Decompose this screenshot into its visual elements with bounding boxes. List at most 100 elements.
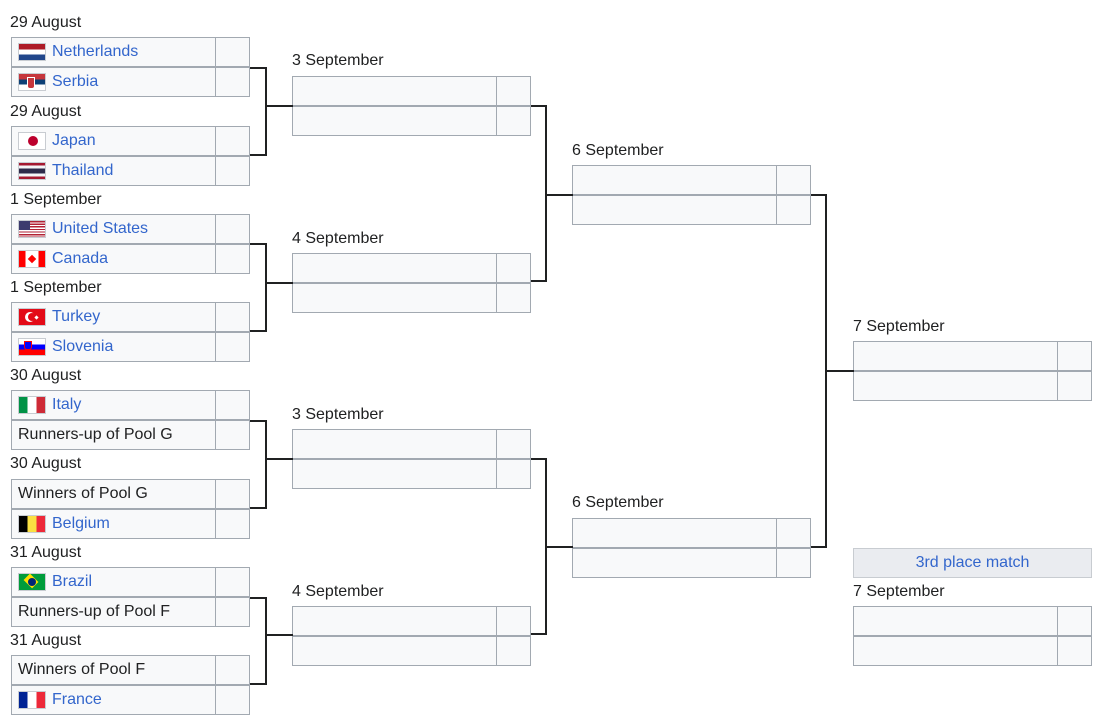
r1-m5-team2-row: Runners-up of Pool G <box>11 420 250 450</box>
r1-m4-team2-row: Slovenia <box>11 332 250 362</box>
r1-m6-date: 30 August <box>10 455 82 472</box>
r1-m3-team1-row: United States <box>11 214 250 244</box>
r1-m1-team2[interactable]: Serbia <box>12 68 216 96</box>
sf-m2-team2 <box>573 549 777 577</box>
qf-m1-team2 <box>293 107 497 135</box>
sf-m1-slot2 <box>572 195 811 225</box>
connector-sf1-out <box>811 194 827 196</box>
team-link-thailand[interactable]: Thailand <box>52 162 114 179</box>
connector-r1m6-h <box>250 507 266 509</box>
r1-m8-date: 31 August <box>10 632 82 649</box>
qf-m3-date: 3 September <box>292 406 384 423</box>
serbia-flag-icon <box>18 73 46 91</box>
qf-m3-slot1 <box>292 429 531 459</box>
r1-m1-team1[interactable]: Netherlands <box>12 38 216 66</box>
r1-m5-team2-score <box>214 421 249 449</box>
r1-m5-team1[interactable]: Italy <box>12 391 216 419</box>
connector-qf3-in <box>265 458 293 460</box>
connector-r1m3-h <box>250 243 266 245</box>
team-link-turkey[interactable]: Turkey <box>52 308 101 325</box>
team-link-france[interactable]: France <box>52 691 102 708</box>
qf-m4-team1 <box>293 607 497 635</box>
r1-m8-team1-score <box>214 656 249 684</box>
r1-m1-team1-score <box>214 38 249 66</box>
r1-m3-date: 1 September <box>10 191 102 208</box>
third-team1 <box>854 607 1058 635</box>
sf-m2-slot1 <box>572 518 811 548</box>
team-link-italy[interactable]: Italy <box>52 396 82 413</box>
r1-m4-team2[interactable]: Slovenia <box>12 333 216 361</box>
team-link-serbia[interactable]: Serbia <box>52 73 99 90</box>
qf-m2-date: 4 September <box>292 230 384 247</box>
r1-m2-team2[interactable]: Thailand <box>12 157 216 185</box>
r1-m5-team1-score <box>214 391 249 419</box>
placeholder-runners-up-pool-g: Runners-up of Pool G <box>18 426 173 443</box>
connector-sf2-out <box>811 546 827 548</box>
team-link-netherlands[interactable]: Netherlands <box>52 43 139 60</box>
r1-m8-team2[interactable]: France <box>12 686 216 714</box>
third-slot2 <box>853 636 1092 666</box>
r1-m8-team1: Winners of Pool F <box>12 656 216 684</box>
qf-m3-team1 <box>293 430 497 458</box>
r1-m3-team1[interactable]: United States <box>12 215 216 243</box>
r1-m3-team2-row: Canada <box>11 244 250 274</box>
connector-qf1-out <box>531 105 547 107</box>
connector-r1m2-h <box>250 154 266 156</box>
france-flag-icon <box>18 691 46 709</box>
connector-qf4-out <box>531 633 547 635</box>
r1-m7-team1-row: Brazil <box>11 567 250 597</box>
r1-m7-team2: Runners-up of Pool F <box>12 598 216 626</box>
third-team2 <box>854 637 1058 665</box>
placeholder-winners-pool-g: Winners of Pool G <box>18 485 148 502</box>
r1-m4-team1[interactable]: Turkey <box>12 303 216 331</box>
connector-qf2-v <box>265 243 267 332</box>
final-team2 <box>854 372 1058 400</box>
team-link-belgium[interactable]: Belgium <box>52 515 110 532</box>
qf-m4-slot1 <box>292 606 531 636</box>
r1-m6-team1-score <box>214 480 249 508</box>
canada-flag-icon <box>18 250 46 268</box>
qf-m4-slot2 <box>292 636 531 666</box>
connector-qf2-out <box>531 280 547 282</box>
slovenia-flag-icon <box>18 338 46 356</box>
r1-m6-team2-score <box>214 510 249 538</box>
r1-m1-date: 29 August <box>10 14 82 31</box>
connector-r1m5-h <box>250 420 266 422</box>
r1-m6-team2[interactable]: Belgium <box>12 510 216 538</box>
team-link-canada[interactable]: Canada <box>52 250 109 267</box>
r1-m4-date: 1 September <box>10 279 102 296</box>
r1-m7-team1[interactable]: Brazil <box>12 568 216 596</box>
sf-m1-team2 <box>573 196 777 224</box>
team-link-japan[interactable]: Japan <box>52 132 96 149</box>
connector-qf1-in <box>265 105 293 107</box>
sf-m1-slot1 <box>572 165 811 195</box>
qf-m4-date: 4 September <box>292 583 384 600</box>
connector-sf1-v <box>545 105 547 282</box>
third-slot1 <box>853 606 1092 636</box>
team-link-slovenia[interactable]: Slovenia <box>52 338 114 355</box>
r1-m6-team1: Winners of Pool G <box>12 480 216 508</box>
connector-final-in <box>825 370 854 372</box>
sf-m2-date: 6 September <box>572 494 664 511</box>
qf-m1-slot2 <box>292 106 531 136</box>
third-place-date: 7 September <box>853 583 945 600</box>
sf-m2-team1 <box>573 519 777 547</box>
r1-m3-team2[interactable]: Canada <box>12 245 216 273</box>
team-link-brazil[interactable]: Brazil <box>52 573 93 590</box>
r1-m2-team1[interactable]: Japan <box>12 127 216 155</box>
r1-m5-team2: Runners-up of Pool G <box>12 421 216 449</box>
third-place-header[interactable]: 3rd place match <box>853 548 1092 578</box>
qf-m1-date: 3 September <box>292 52 384 69</box>
r1-m7-team2-score <box>214 598 249 626</box>
turkey-flag-icon <box>18 308 46 326</box>
connector-qf4-in <box>265 634 293 636</box>
final-date: 7 September <box>853 318 945 335</box>
qf-m2-slot2 <box>292 283 531 313</box>
sf-m2-slot2 <box>572 548 811 578</box>
r1-m7-team1-score <box>214 568 249 596</box>
r1-m2-date: 29 August <box>10 103 82 120</box>
r1-m8-team1-row: Winners of Pool F <box>11 655 250 685</box>
r1-m1-team2-score <box>214 68 249 96</box>
team-link-united-states[interactable]: United States <box>52 220 149 237</box>
belgium-flag-icon <box>18 515 46 533</box>
